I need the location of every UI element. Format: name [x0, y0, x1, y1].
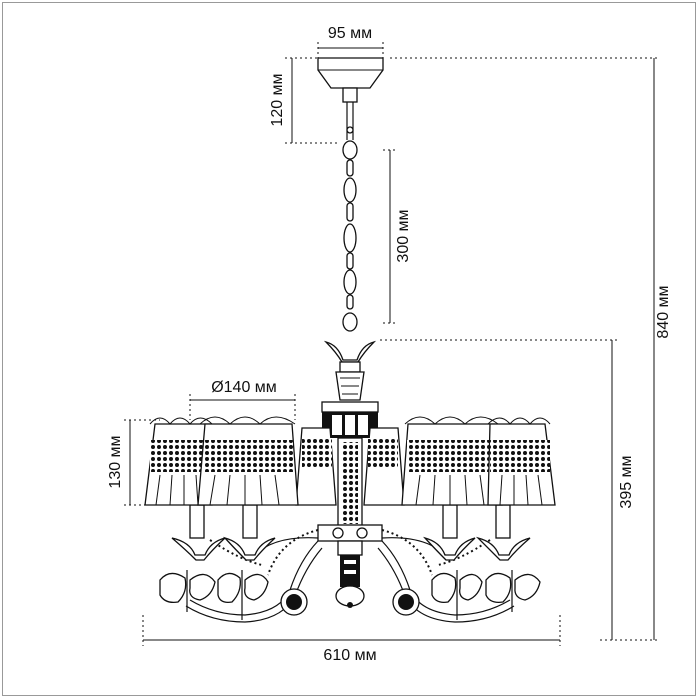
- central-stem: [317, 340, 383, 608]
- body-height-dimension: 395 мм: [380, 339, 635, 640]
- chain-length-label: 300 мм: [395, 209, 412, 262]
- canopy-height-label: 120 мм: [269, 73, 286, 126]
- shade-height-label: 130 мм: [107, 435, 124, 488]
- chain: [342, 140, 358, 332]
- canopy-width-label: 95 мм: [328, 25, 372, 42]
- total-height-dimension: 840 мм: [390, 57, 672, 641]
- canopy-width-dimension: 95 мм: [317, 25, 384, 62]
- candle-cups: [171, 504, 531, 561]
- chain-length-dimension: 300 мм: [383, 149, 412, 324]
- arms: [185, 537, 515, 623]
- total-width-label: 610 мм: [323, 647, 376, 664]
- shade-diameter-label: Ø140 мм: [211, 379, 277, 396]
- lamp-shades: [144, 416, 556, 506]
- total-width-dimension: 610 мм: [142, 615, 561, 664]
- body-height-label: 395 мм: [618, 455, 635, 508]
- canopy-height-dimension: 120 мм: [269, 57, 340, 144]
- fairy-ornaments: [159, 570, 541, 620]
- total-height-label: 840 мм: [655, 285, 672, 338]
- shade-diameter-dimension: Ø140 мм: [189, 379, 296, 420]
- canopy: [317, 57, 384, 140]
